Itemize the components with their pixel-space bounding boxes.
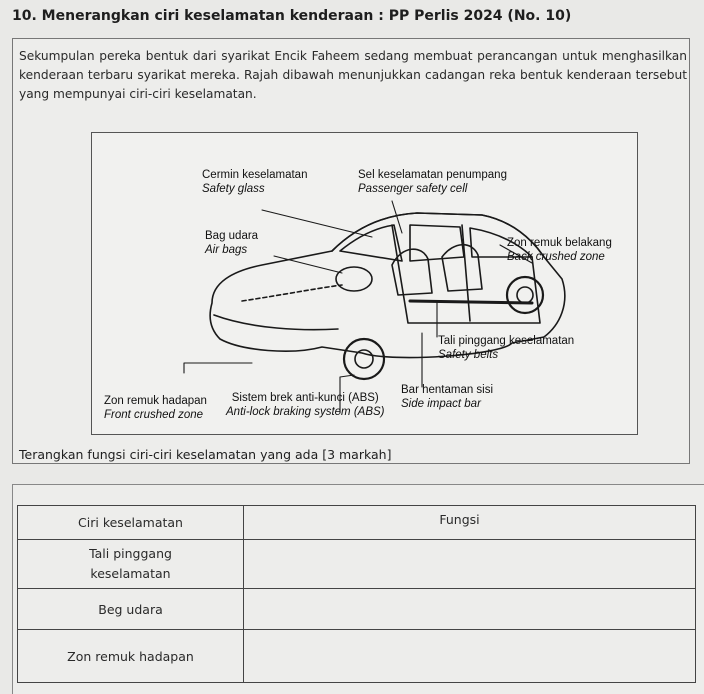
header-feature: Ciri keselamatan <box>17 505 244 540</box>
hood-line <box>241 284 343 302</box>
label-back-zone: Zon remuk belakang Back crushed zone <box>507 237 612 263</box>
car-illustration <box>183 200 566 414</box>
header-function: Fungsi <box>243 505 696 540</box>
row-feature: Beg udara <box>17 588 244 630</box>
label-airbags: Bag udara Air bags <box>205 230 259 256</box>
leader-airbags <box>273 255 343 274</box>
car-safety-figure: Cermin keselamatan Safety glass Sel kese… <box>91 132 638 435</box>
answer-table: Ciri keselamatan Fungsi Tali pinggang ke… <box>17 505 696 683</box>
airbag-wheel <box>335 266 373 292</box>
question-title: 10. Menerangkan ciri keselamatan kendera… <box>12 8 572 24</box>
table-row: Beg udara <box>17 588 696 630</box>
safety-cage <box>391 224 541 324</box>
row-feature: Tali pinggang keselamatan <box>17 539 244 589</box>
row-function-cell[interactable] <box>243 629 696 683</box>
label-front-zone: Zon remuk hadapan Front crushed zone <box>104 395 207 421</box>
label-side-bar: Bar hentaman sisi Side impact bar <box>401 384 494 410</box>
label-safety-glass: Cermin keselamatan Safety glass <box>202 169 308 195</box>
seat-front <box>391 248 433 296</box>
leader-back-zone <box>499 244 533 264</box>
row-feature: Zon remuk hadapan <box>17 629 244 683</box>
leader-safety-glass <box>261 209 373 238</box>
row-feature-line1: Beg udara <box>98 601 163 617</box>
row-feature-line1: Zon remuk hadapan <box>67 648 194 664</box>
question-intro: Sekumpulan pereka bentuk dari syarikat E… <box>19 49 687 101</box>
label-safety-belts: Tali pinggang keselamatan Safety belts <box>438 335 575 361</box>
leader-front-zone <box>183 362 253 374</box>
leader-passenger-cell <box>391 200 403 234</box>
table-row: Zon remuk hadapan <box>17 629 696 683</box>
header-function-label: Fungsi <box>439 512 480 527</box>
row-feature-line2: keselamatan <box>90 566 171 581</box>
label-abs: Sistem brek anti-kunci (ABS) Anti-lock b… <box>226 392 385 418</box>
leader-abs <box>339 374 355 414</box>
seat-rear <box>441 243 483 292</box>
front-wheel <box>342 337 386 381</box>
answer-section: Ciri keselamatan Fungsi Tali pinggang ke… <box>12 484 704 694</box>
side-bar <box>408 299 534 305</box>
row-function-cell[interactable] <box>243 588 696 630</box>
question-box: Sekumpulan pereka bentuk dari syarikat E… <box>12 38 690 464</box>
bumper-line <box>213 314 339 331</box>
row-function-cell[interactable] <box>243 539 696 589</box>
row-feature-line1: Tali pinggang <box>89 546 172 561</box>
question-instruction: Terangkan fungsi ciri-ciri keselamatan y… <box>19 447 392 462</box>
side-window <box>409 224 465 262</box>
label-passenger-cell: Sel keselamatan penumpang Passenger safe… <box>358 169 507 195</box>
rear-wheel <box>505 275 545 315</box>
windshield <box>339 224 403 262</box>
table-row: Tali pinggang keselamatan <box>17 539 696 589</box>
car-roof <box>331 212 545 258</box>
table-header-row: Ciri keselamatan Fungsi <box>17 505 696 540</box>
